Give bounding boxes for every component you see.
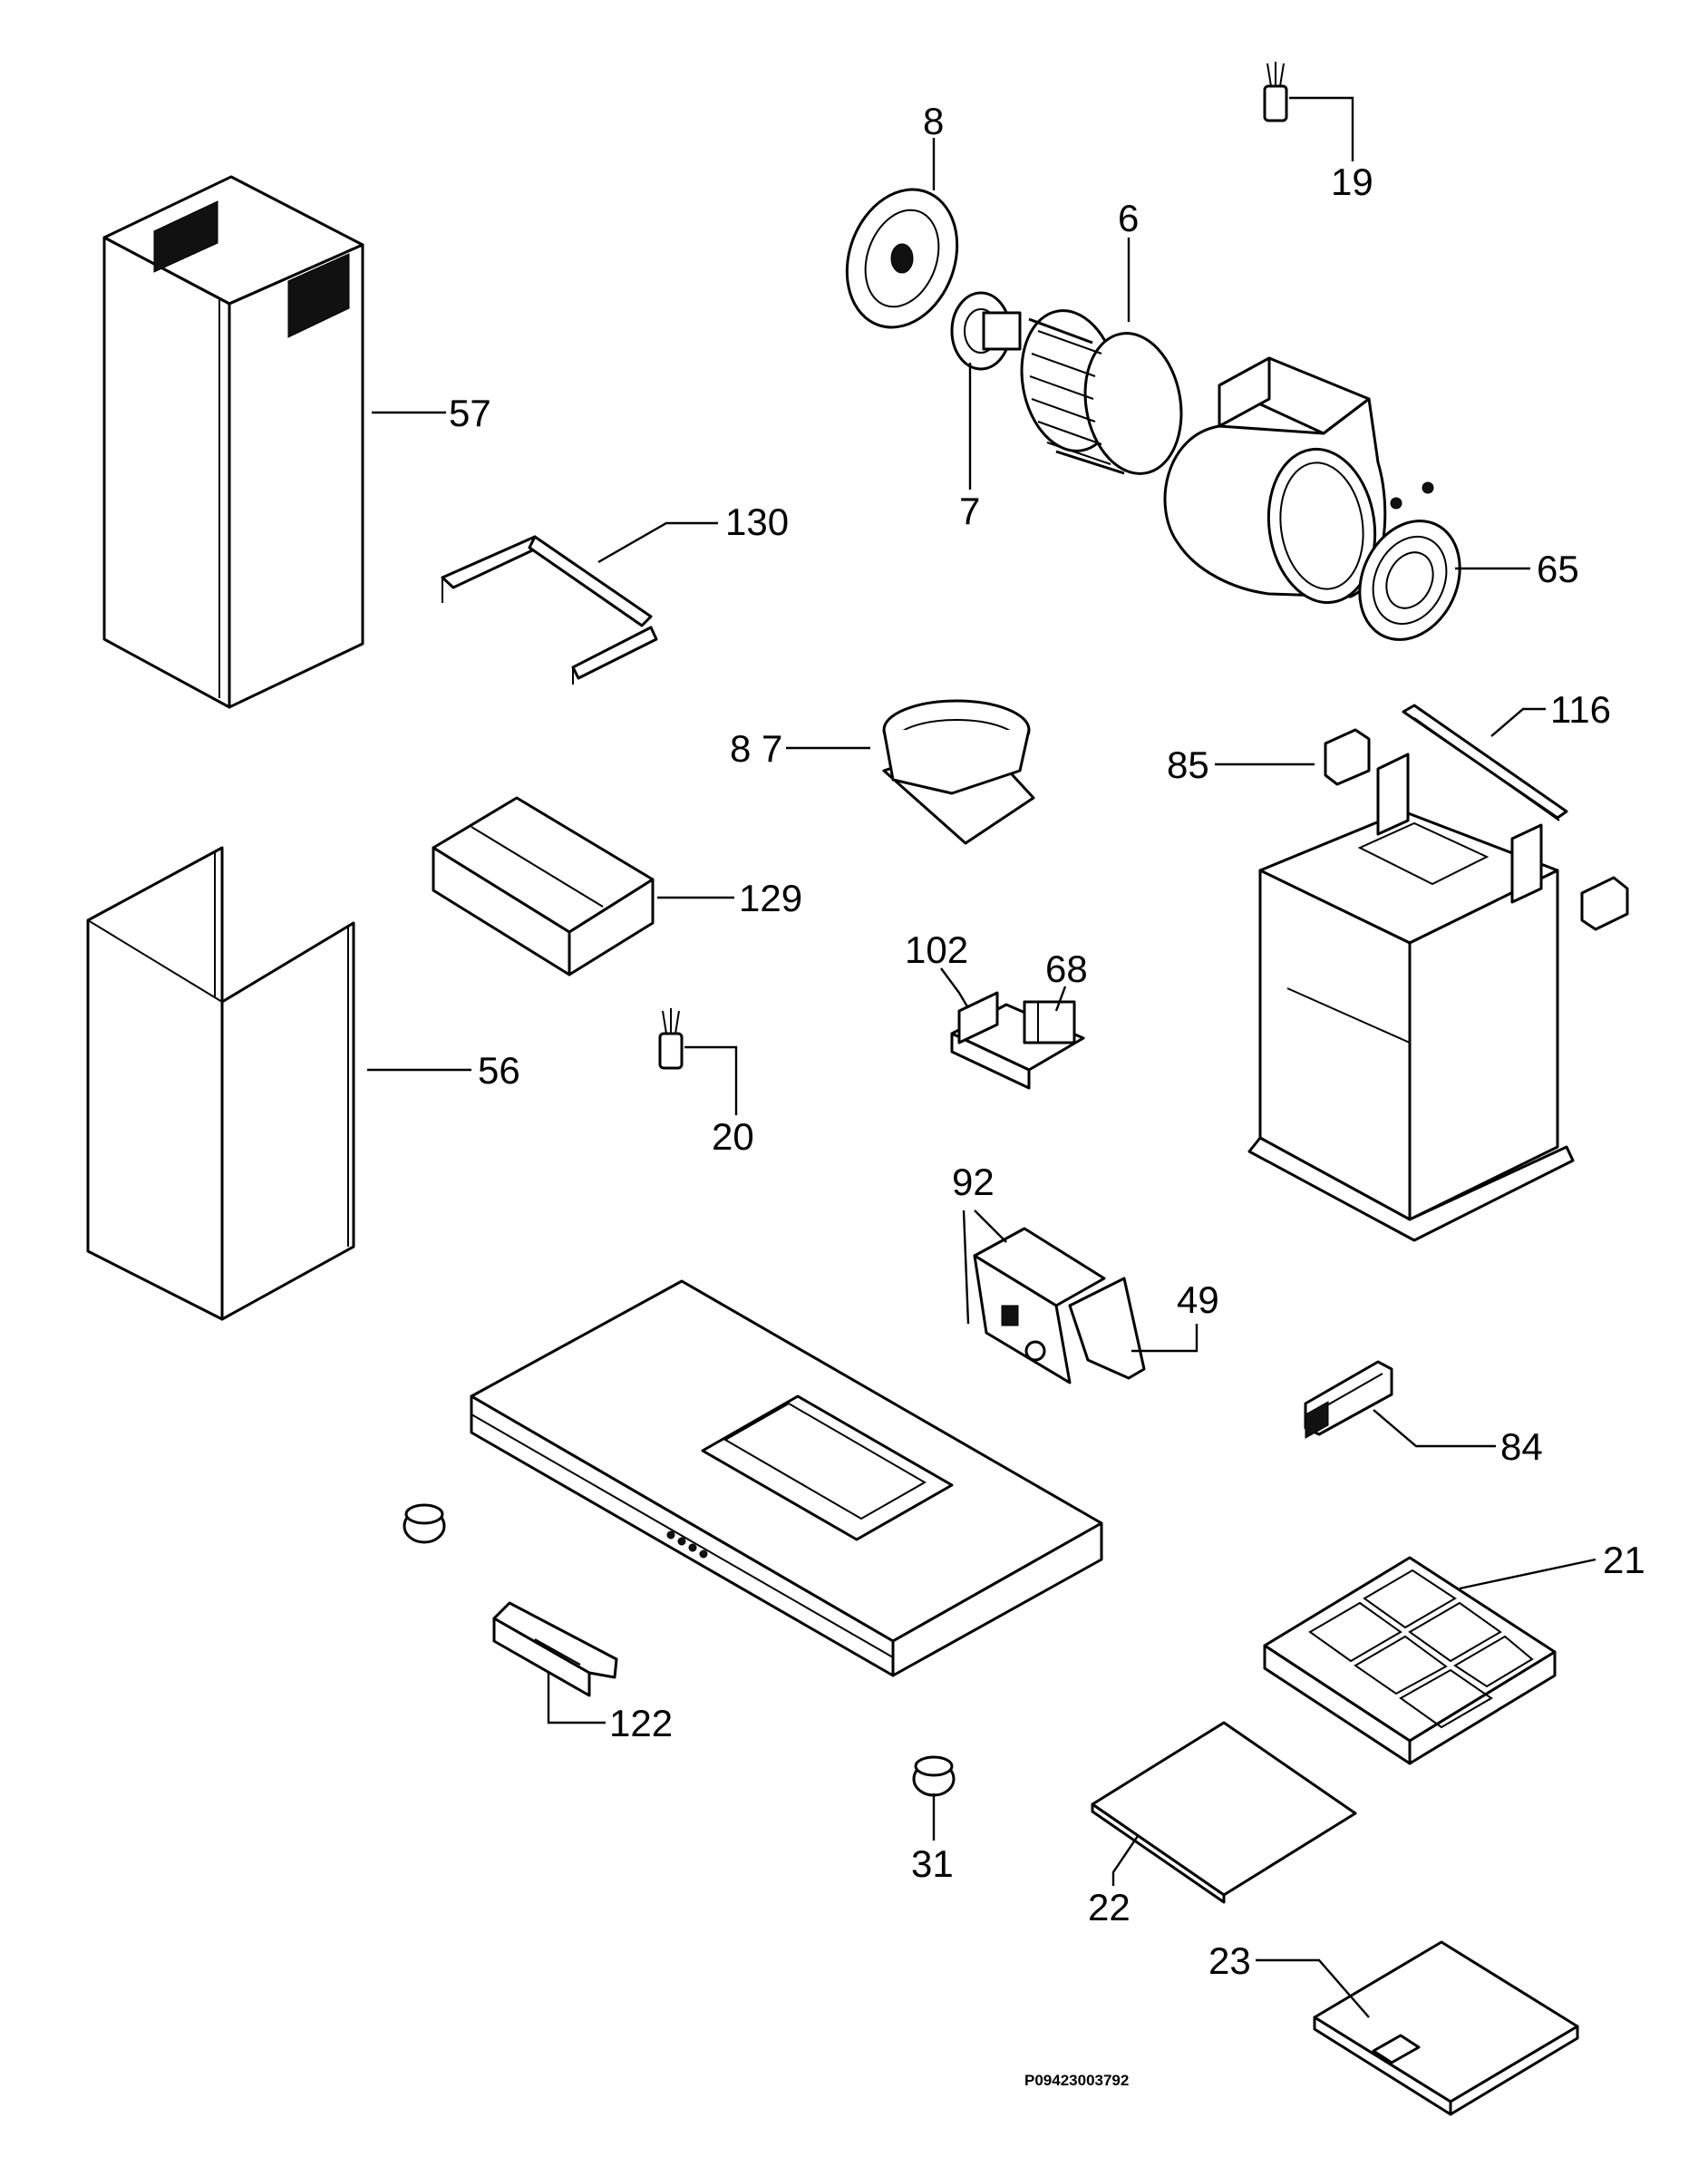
part-7-motor <box>950 291 1022 371</box>
label-130: 130 <box>725 500 789 543</box>
filter-cells <box>1308 1569 1534 1729</box>
label-84: 84 <box>1500 1425 1543 1468</box>
part-19-capacitor <box>1263 62 1288 122</box>
part-21-filter-frame <box>1263 1556 1557 1765</box>
label-92: 92 <box>952 1161 995 1203</box>
part-122-control-bracket <box>492 1601 618 1697</box>
label-56: 56 <box>478 1049 520 1092</box>
label-116: 116 <box>1550 688 1611 731</box>
label-20: 20 <box>712 1115 754 1158</box>
control-buttons <box>666 1530 708 1559</box>
label-21: 21 <box>1603 1539 1645 1581</box>
label-57: 57 <box>449 392 491 434</box>
motor-housing-box <box>1247 753 1629 1242</box>
vent-grille-right <box>287 253 350 338</box>
part-130-mounting-frame <box>441 535 658 685</box>
part-84-switch-module <box>1304 1360 1393 1439</box>
label-85: 85 <box>1167 743 1209 786</box>
label-23: 23 <box>1208 1939 1251 1982</box>
part-22-filter-pad <box>1091 1721 1357 1904</box>
drawing-code: P09423003792 <box>1024 2072 1129 2089</box>
vent-grille-left <box>153 200 218 273</box>
part-87-air-collar <box>882 699 1035 845</box>
label-65: 65 <box>1537 548 1579 590</box>
label-22: 22 <box>1088 1886 1131 1928</box>
part-102-68-transformer <box>950 991 1085 1090</box>
fan-housing <box>1163 356 1387 605</box>
hood-canopy <box>470 1279 1103 1677</box>
part-20-capacitor <box>658 1008 684 1070</box>
knob-left <box>403 1503 446 1544</box>
part-65-grille <box>1358 481 1461 641</box>
label-6: 6 <box>1118 197 1139 239</box>
part-56-lower-chimney <box>86 846 355 1321</box>
label-31: 31 <box>911 1842 954 1885</box>
part-116-rail <box>1402 704 1568 821</box>
label-102: 102 <box>905 928 968 971</box>
part-8-motor-plate <box>845 188 959 329</box>
label-7: 7 <box>959 490 980 532</box>
part-85-bracket <box>1324 728 1371 786</box>
part-92-49-control-board <box>973 1227 1146 1384</box>
label-8-top: 8 <box>923 100 944 142</box>
part-31-knob <box>912 1755 956 1797</box>
fan-blades <box>1029 330 1111 465</box>
label-129: 129 <box>739 877 802 919</box>
part-129-box-bracket <box>432 796 655 976</box>
label-49: 49 <box>1177 1278 1219 1321</box>
part-57-upper-chimney <box>102 175 364 709</box>
part-6-fan-wheel <box>1020 309 1183 475</box>
label-19: 19 <box>1331 160 1373 203</box>
label-68: 68 <box>1045 947 1088 990</box>
label-122: 122 <box>609 1702 673 1744</box>
label-87: 8 7 <box>730 727 782 770</box>
part-23-charcoal-filter <box>1313 1940 1579 2116</box>
